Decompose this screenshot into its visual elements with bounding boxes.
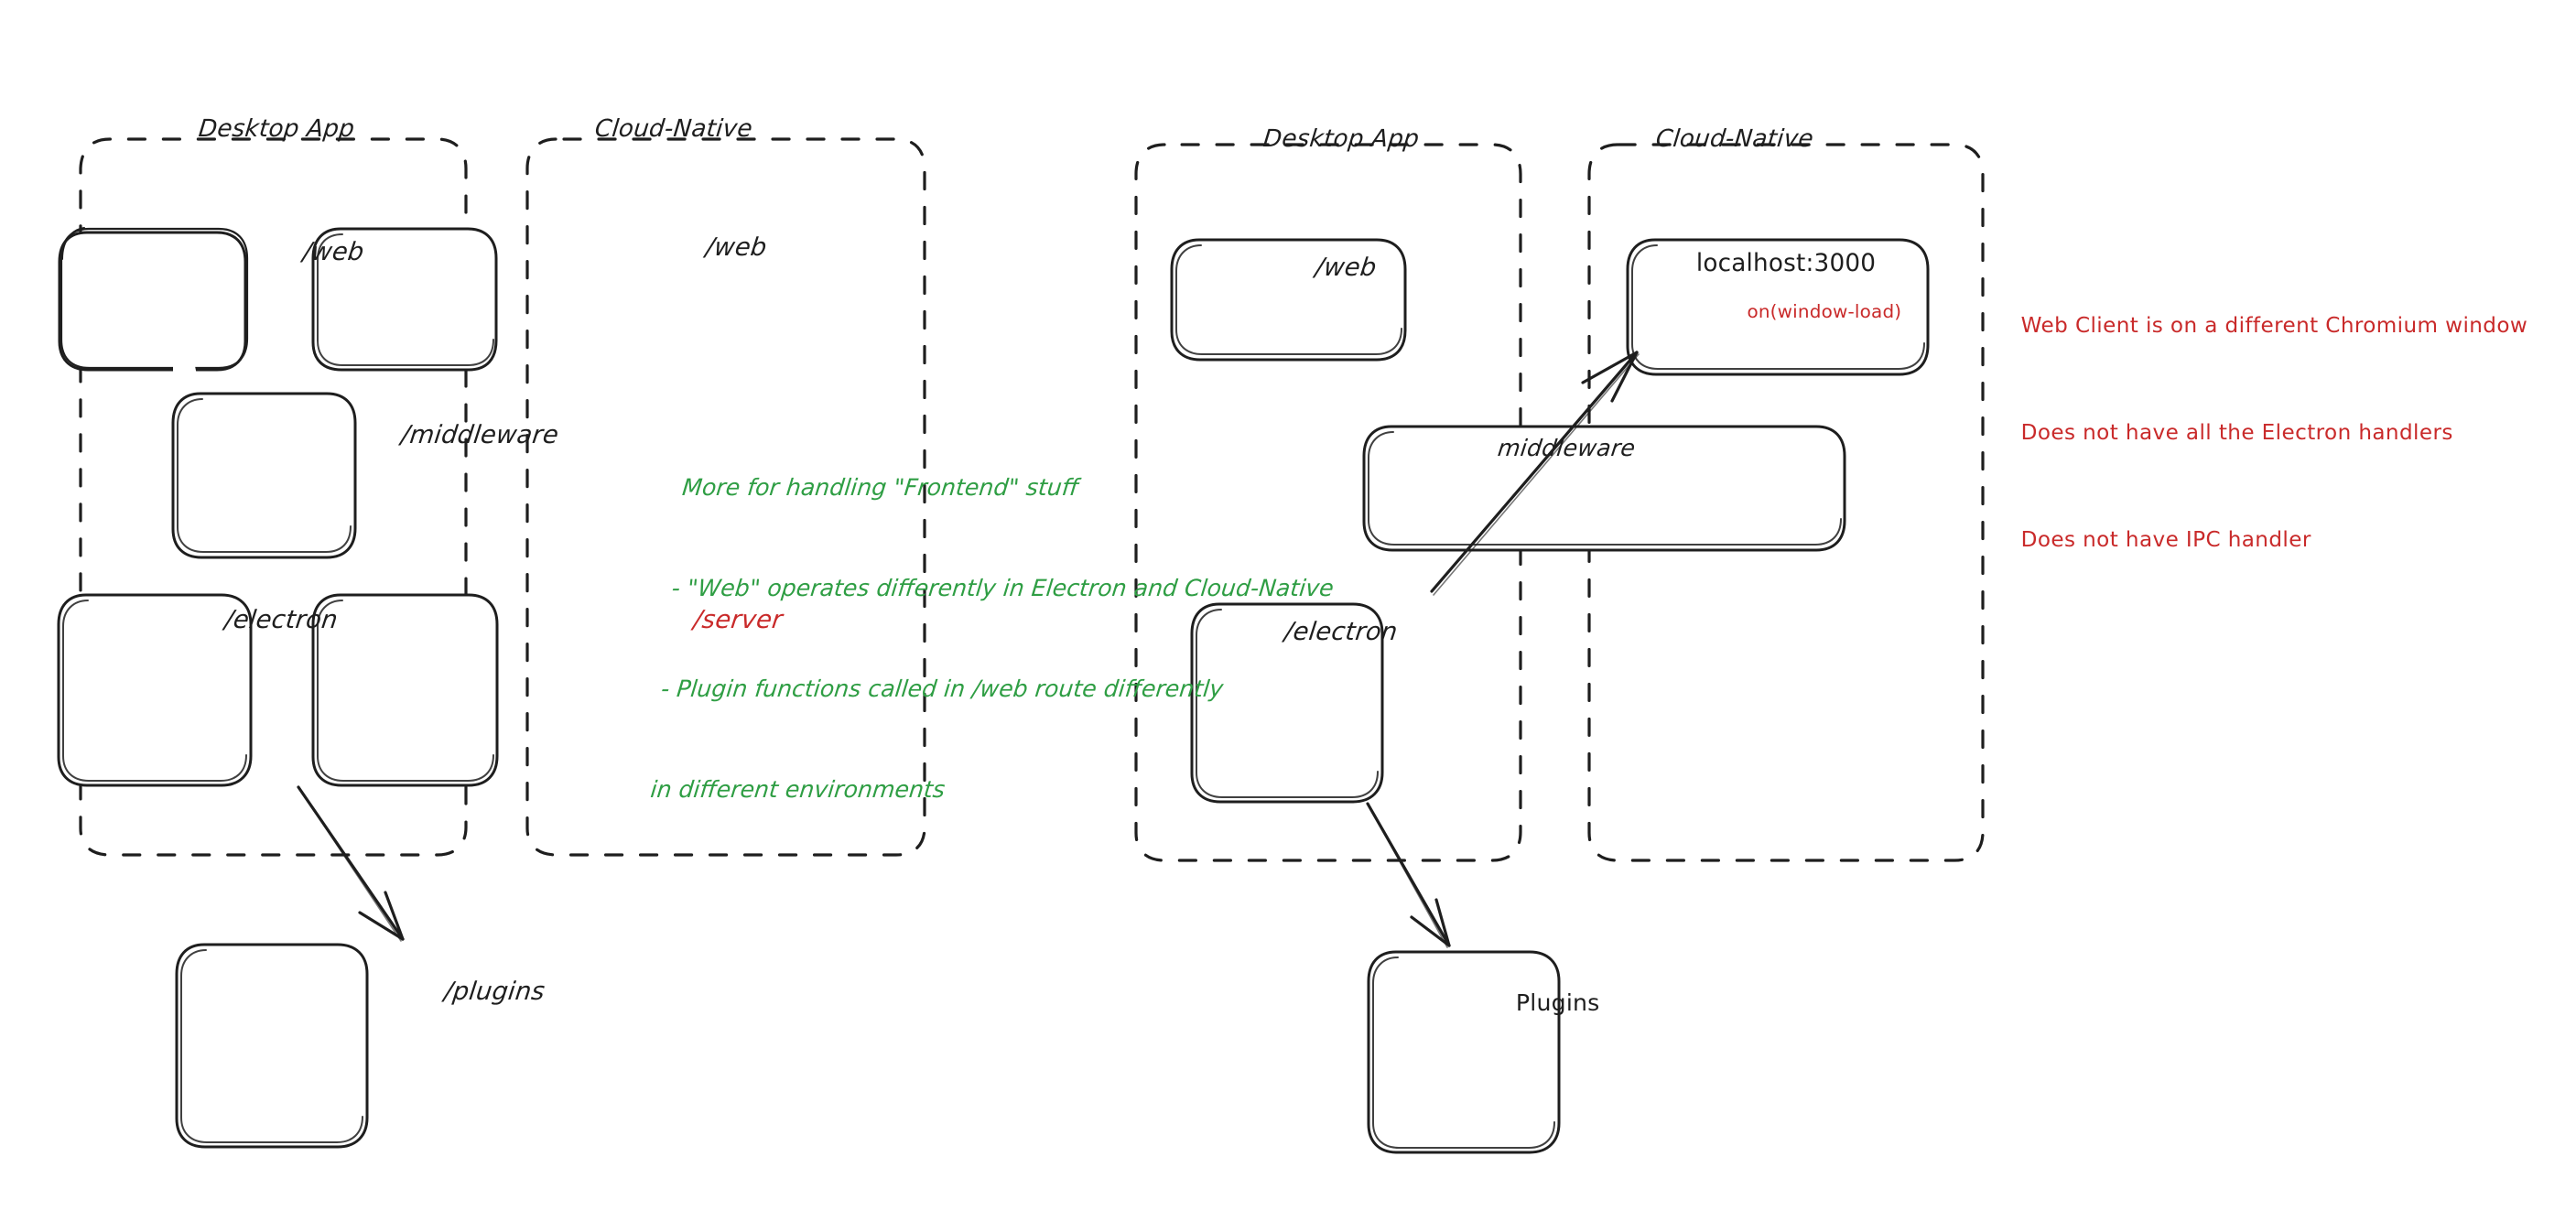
left-desktop-web-label: /web bbox=[300, 238, 366, 267]
red-annotation-line-3: Does not have IPC handler bbox=[2020, 527, 2311, 552]
left-middleware-box bbox=[171, 255, 357, 559]
right-electron-to-localhost-arrow bbox=[1430, 351, 1640, 596]
left-desktop-group-title: Desktop App bbox=[197, 114, 356, 143]
red-annotation: Web Client is on a different Chromium wi… bbox=[2021, 236, 2528, 630]
right-plugins-label: Plugins bbox=[1515, 989, 1600, 1017]
green-annotation-line-1: More for handling "Frontend" stuff bbox=[680, 474, 1080, 502]
left-plugins-box bbox=[175, 943, 369, 1149]
left-electron-to-plugins-arrow bbox=[297, 785, 405, 942]
right-electron-to-plugins-arrow bbox=[1366, 802, 1451, 948]
red-annotation-line-2: Does not have all the Electron handlers bbox=[2020, 420, 2453, 445]
left-electron-label: /electron bbox=[223, 606, 341, 635]
left-desktop-web-box bbox=[58, 227, 249, 372]
right-middleware-label: middleware bbox=[1496, 435, 1637, 462]
green-annotation-line-4: in different environments bbox=[649, 775, 947, 803]
right-desktop-web-label: /web bbox=[1314, 253, 1379, 282]
right-localhost-sublabel: on(window-load) bbox=[1747, 299, 1902, 322]
right-localhost-label: localhost:3000 bbox=[1695, 250, 1877, 277]
left-plugins-label: /plugins bbox=[442, 978, 547, 1007]
left-cloud-web-label: /web bbox=[704, 232, 769, 262]
left-middleware-label: /middleware bbox=[399, 421, 560, 450]
green-annotation: More for handling "Frontend" stuff - "We… bbox=[642, 405, 1353, 873]
green-annotation-line-2: - "Web" operates differently in Electron… bbox=[670, 575, 1336, 602]
left-cloud-group-title: Cloud-Native bbox=[593, 114, 754, 143]
right-desktop-group-title: Desktop App bbox=[1261, 124, 1421, 153]
right-cloud-group-title: Cloud-Native bbox=[1654, 124, 1815, 153]
green-annotation-line-3: - Plugin functions called in /web route … bbox=[659, 675, 1225, 702]
red-annotation-line-1: Web Client is on a different Chromium wi… bbox=[2020, 313, 2528, 338]
right-plugins-box bbox=[1367, 950, 1561, 1154]
